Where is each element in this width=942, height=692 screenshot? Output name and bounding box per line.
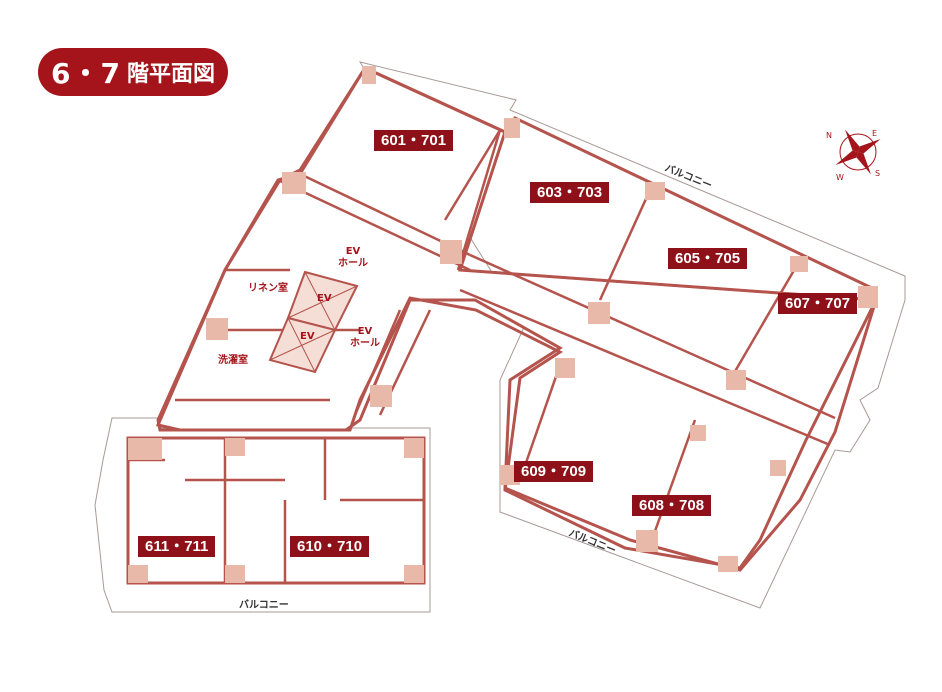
unit-label-608-708: 608・708 xyxy=(632,495,712,516)
compass-w: W xyxy=(836,173,844,182)
floor-title-badge: 6・7 階平面図 xyxy=(38,48,228,96)
unit-label-610-710: 610・710 xyxy=(290,536,370,557)
compass-e: E xyxy=(872,129,878,138)
floor-title-text: 階平面図 xyxy=(126,62,215,87)
ev-hall-label-upper: EV ホール xyxy=(338,246,368,269)
unit-label-609-709: 609・709 xyxy=(514,461,594,482)
balcony-label-bottom-left: バルコニー xyxy=(239,600,289,611)
elevator-label-1: EV xyxy=(317,293,332,304)
compass-s: S xyxy=(875,169,881,178)
unit-label-607-707: 607・707 xyxy=(778,293,858,314)
floor-numbers: 6・7 xyxy=(51,57,121,90)
unit-label-611-711: 611・711 xyxy=(138,536,216,557)
unit-label-605-705: 605・705 xyxy=(668,248,748,269)
linen-room-label: リネン室 xyxy=(248,283,288,294)
ev-hall-label-lower: EV ホール xyxy=(350,326,380,349)
laundry-room-label: 洗濯室 xyxy=(218,355,248,366)
compass-n: N xyxy=(826,131,832,140)
unit-label-601-701: 601・701 xyxy=(374,130,454,151)
elevator-label-2: EV xyxy=(300,331,315,342)
unit-label-603-703: 603・703 xyxy=(530,182,610,203)
